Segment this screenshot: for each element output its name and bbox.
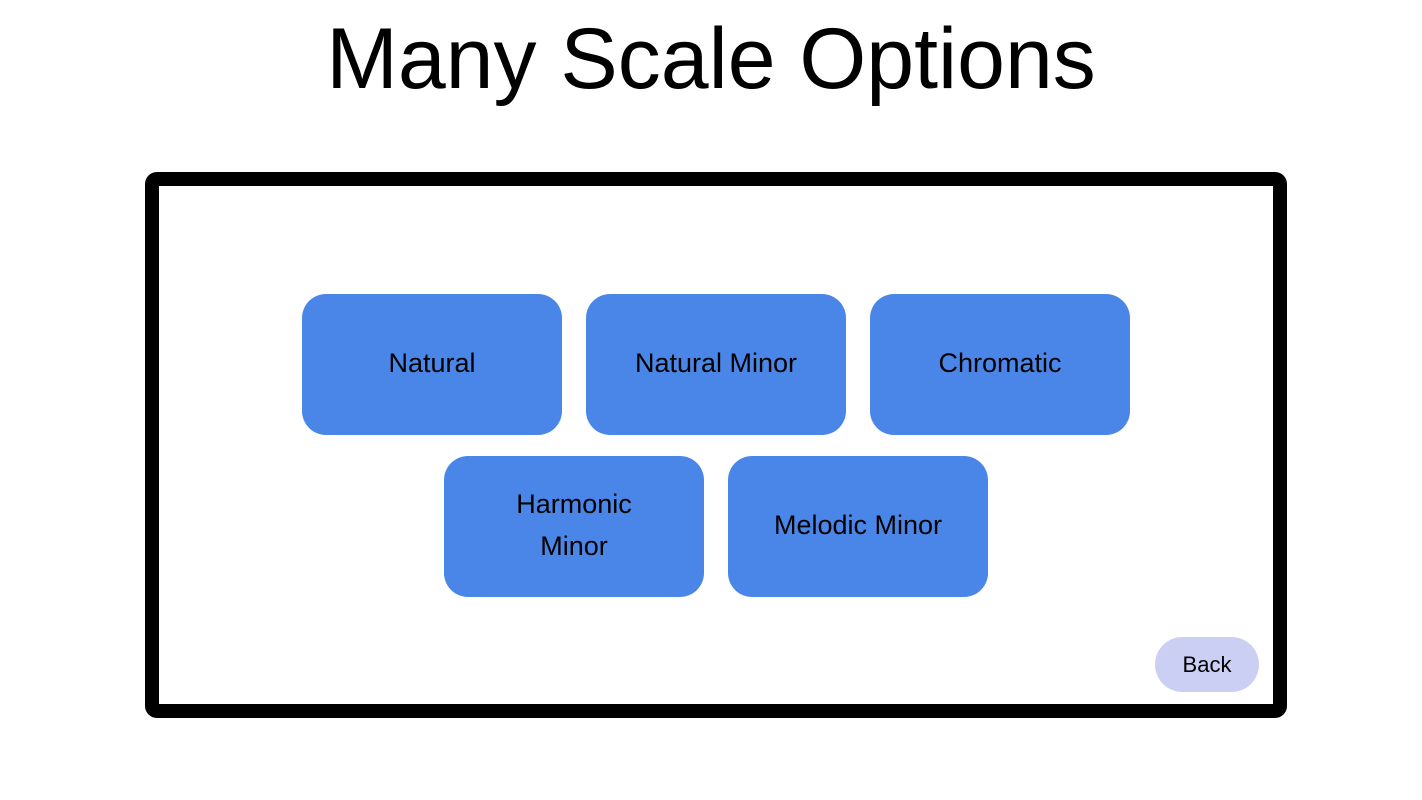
- scale-button-row-2: Harmonic Minor Melodic Minor: [444, 455, 988, 597]
- scale-button-melodic-minor[interactable]: Melodic Minor: [728, 455, 988, 597]
- scale-button-row-1: Natural Natural Minor Chromatic: [302, 293, 1130, 435]
- scale-button-chromatic[interactable]: Chromatic: [870, 293, 1130, 435]
- scale-options-panel: Natural Natural Minor Chromatic Harmonic…: [145, 172, 1287, 718]
- scale-button-label: Chromatic: [938, 348, 1062, 379]
- scale-button-label: Melodic Minor: [773, 510, 943, 541]
- back-button[interactable]: Back: [1155, 637, 1259, 692]
- scale-buttons-grid: Natural Natural Minor Chromatic Harmonic…: [159, 186, 1273, 704]
- page-title: Many Scale Options: [326, 11, 1096, 107]
- scale-button-natural-minor[interactable]: Natural Minor: [586, 293, 846, 435]
- back-button-label: Back: [1182, 651, 1232, 677]
- scale-button-natural[interactable]: Natural: [302, 293, 562, 435]
- scale-button-label: Natural Minor: [634, 348, 798, 379]
- scale-button-harmonic-minor[interactable]: Harmonic Minor: [444, 455, 704, 597]
- scale-button-label: Natural: [388, 348, 476, 379]
- scale-button-label: Harmonic Minor: [516, 489, 632, 561]
